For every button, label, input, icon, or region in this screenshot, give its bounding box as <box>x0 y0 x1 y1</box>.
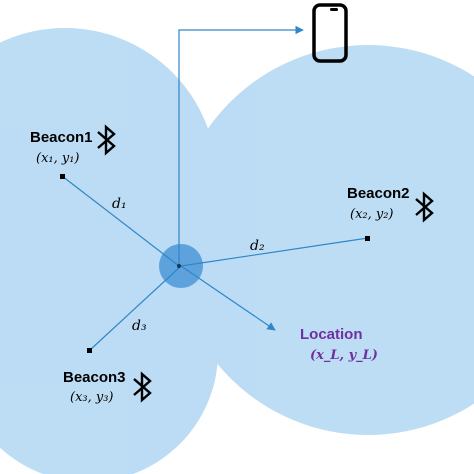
device-arrow <box>178 25 304 266</box>
location-point <box>177 264 181 268</box>
beacon1-coord: (x₁, y₁) <box>36 151 80 166</box>
location-title: Location <box>300 326 363 343</box>
distance-label-d2: d₂ <box>250 238 265 254</box>
beacon3-coverage <box>0 222 218 474</box>
coverage-areas <box>0 28 474 474</box>
bluetooth-icon <box>133 371 152 403</box>
location-arrow <box>180 265 276 331</box>
distance-lines <box>61 25 369 351</box>
beacon1-point <box>60 174 65 179</box>
beacon3-name: Beacon3 <box>63 369 126 386</box>
beacon3-coord: (x₃, y₃) <box>70 390 114 405</box>
bluetooth-icon <box>415 191 434 223</box>
distance-line-2 <box>180 237 369 267</box>
location-coord: (x_L, y_L) <box>310 348 378 363</box>
bluetooth-icon <box>97 124 116 156</box>
beacon2-name: Beacon2 <box>347 185 410 202</box>
distance-label-d3: d₃ <box>132 318 147 334</box>
beacon2-coverage <box>173 45 474 435</box>
beacon2-coord: (x₂, y₂) <box>350 207 394 222</box>
distance-line-1 <box>61 175 180 267</box>
beacon3-point <box>87 348 92 353</box>
distance-line-3 <box>89 265 182 351</box>
distance-label-d1: d₁ <box>112 196 127 212</box>
beacon1-name: Beacon1 <box>30 129 93 146</box>
beacon2-point <box>365 236 370 241</box>
smartphone-icon <box>312 3 348 63</box>
